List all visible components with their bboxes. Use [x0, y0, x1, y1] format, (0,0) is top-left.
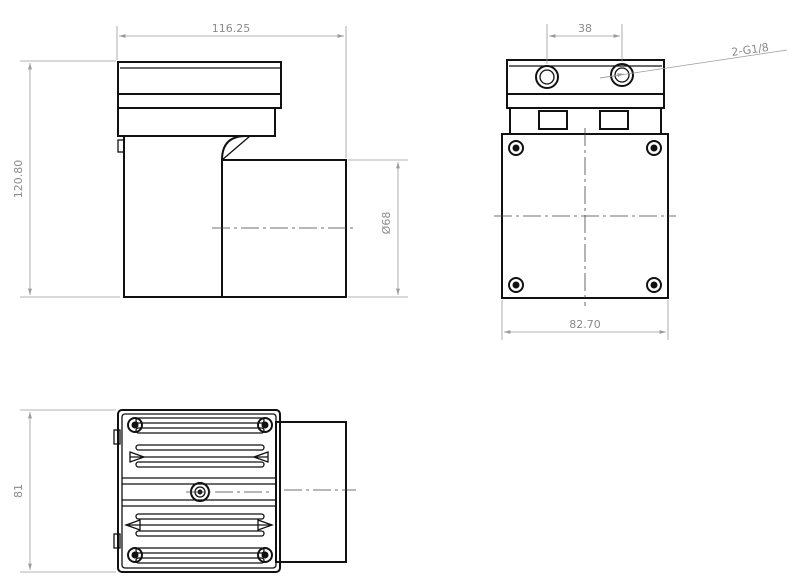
- front-view: 38 2-G1/8 82.70: [494, 22, 788, 340]
- dim-width-front: 82.70: [569, 318, 601, 331]
- front-corner-screws: [508, 140, 662, 293]
- front-window-left: [538, 110, 568, 130]
- dim-height-side: 120.80: [12, 160, 25, 199]
- dim-width-side: 116.25: [212, 22, 251, 35]
- dim-port-spacing: 38: [578, 22, 592, 35]
- side-motor-cylinder: [221, 159, 347, 298]
- bottom-slots-top: [129, 417, 269, 468]
- port-callout: 2-G1/8: [731, 41, 770, 59]
- port-leader-line: [599, 49, 788, 79]
- port-left: [535, 65, 559, 89]
- port-right: [610, 63, 634, 87]
- side-top-cap: [117, 61, 282, 95]
- bottom-motor-cylinder: [275, 421, 347, 563]
- side-collar: [117, 107, 276, 137]
- side-view: 116.25 120.80 Ø68: [12, 22, 408, 298]
- side-tab: [117, 139, 125, 153]
- side-mid-band: [117, 93, 282, 109]
- bottom-slots-bottom: [124, 513, 274, 564]
- bottom-plate: [117, 409, 281, 573]
- front-window-right: [599, 110, 629, 130]
- front-band: [506, 93, 665, 109]
- bottom-corner-screws: [127, 417, 273, 563]
- front-top-cap: [506, 59, 665, 95]
- front-collar: [509, 107, 662, 135]
- dim-depth-bottom: 81: [12, 484, 25, 498]
- dim-diameter: Ø68: [380, 212, 393, 235]
- bottom-view: 81: [12, 409, 356, 573]
